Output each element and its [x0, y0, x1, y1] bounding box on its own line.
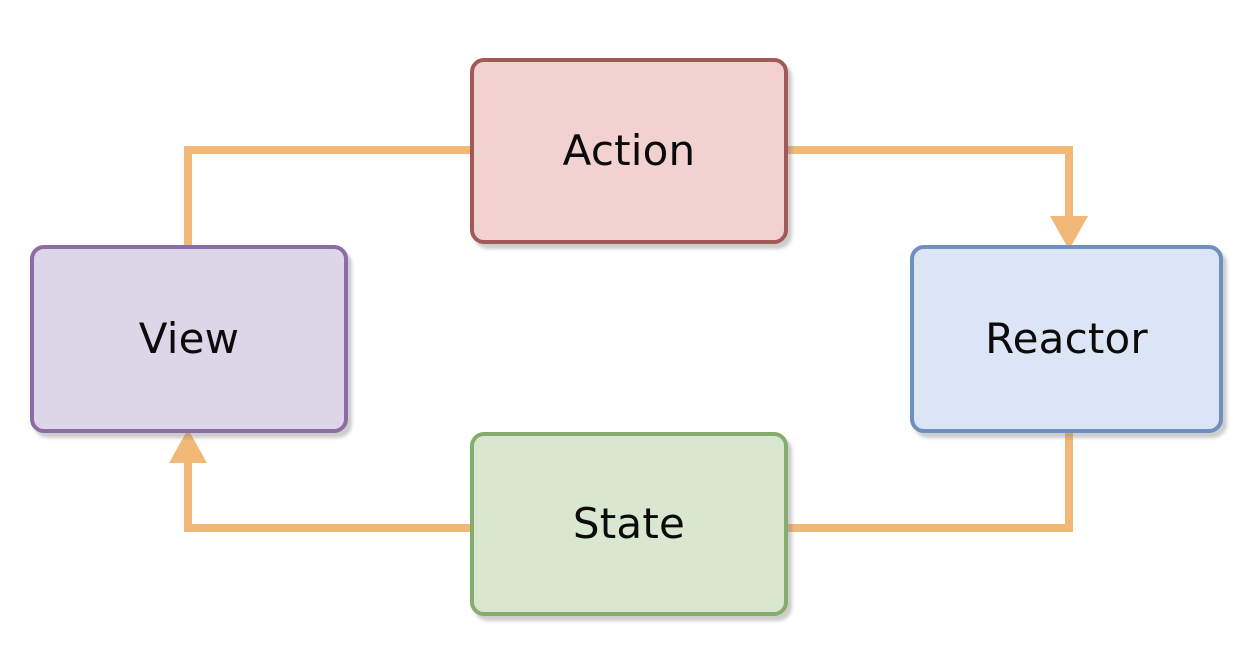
node-state[interactable]: State	[470, 432, 788, 616]
node-action[interactable]: Action	[470, 58, 788, 244]
node-action-label: Action	[562, 126, 696, 175]
node-view-label: View	[138, 314, 240, 363]
edge-action-to-reactor-line	[788, 146, 1073, 225]
edge-reactor-to-state	[788, 432, 1073, 532]
edge-state-to-view	[169, 429, 470, 532]
edge-reactor-to-state-line	[788, 432, 1073, 532]
node-reactor-label: Reactor	[985, 314, 1148, 363]
node-reactor[interactable]: Reactor	[910, 245, 1223, 433]
edge-view-to-action-line	[184, 146, 470, 245]
edge-action-to-reactor	[788, 146, 1088, 250]
edge-state-to-view-line	[184, 455, 470, 532]
edge-view-to-action	[184, 146, 470, 245]
edge-action-to-reactor-arrowhead	[1050, 216, 1088, 250]
edge-state-to-view-arrowhead	[169, 429, 207, 463]
node-view[interactable]: View	[30, 245, 348, 433]
node-state-label: State	[572, 499, 686, 548]
